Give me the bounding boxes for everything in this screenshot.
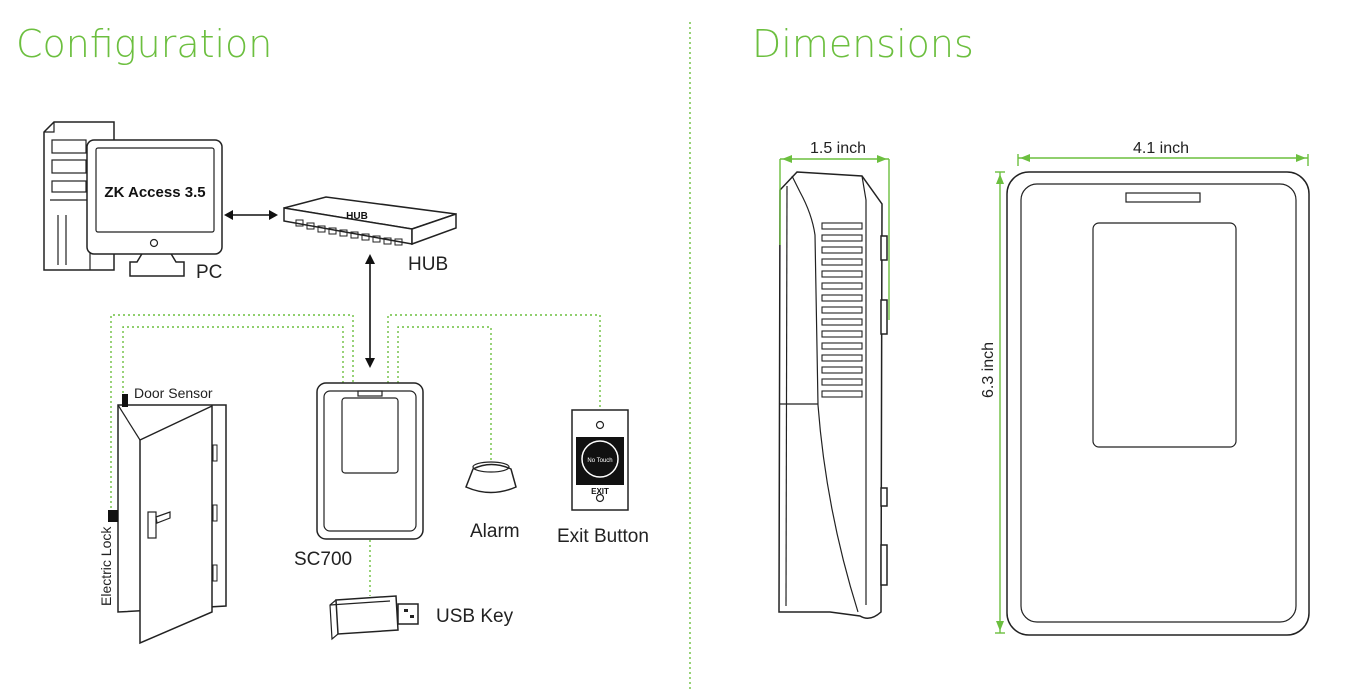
- hub-device-text: HUB: [346, 211, 368, 222]
- pc-screen-text: ZK Access 3.5: [104, 184, 205, 201]
- electric-lock-label: Electric Lock: [98, 526, 114, 606]
- door-sensor-label: Door Sensor: [134, 385, 213, 401]
- hub-icon: HUB: [283, 196, 457, 246]
- pc-icon: ZK Access 3.5: [43, 121, 223, 277]
- height-dimension-label: 6.3 inch: [980, 342, 997, 398]
- depth-dimension-line: [779, 155, 890, 320]
- alarm-icon: [465, 461, 517, 494]
- connection-wires: [110, 314, 601, 596]
- depth-dimension-label: 1.5 inch: [810, 140, 866, 157]
- hub-device-arrow: [365, 254, 375, 368]
- configuration-heading: Configuration: [16, 22, 272, 66]
- exit-button-label: Exit Button: [557, 526, 649, 547]
- width-dimension-line: [1017, 154, 1309, 166]
- device-side-view: [778, 171, 888, 619]
- width-dimension-label: 4.1 inch: [1133, 140, 1189, 157]
- hub-label: HUB: [408, 254, 448, 275]
- door-icon: [108, 394, 227, 645]
- device-front-view: [1006, 171, 1310, 636]
- exit-button-face-text: No Touch: [587, 458, 612, 464]
- pc-hub-arrow: [224, 210, 278, 220]
- usb-key-icon: [329, 595, 419, 641]
- alarm-label: Alarm: [470, 521, 520, 542]
- pc-label: PC: [196, 262, 222, 283]
- exit-button-icon: No Touch EXIT: [571, 409, 629, 511]
- exit-tag-text: EXIT: [591, 487, 609, 496]
- device-label: SC700: [294, 549, 352, 570]
- height-dimension-line: [995, 171, 1005, 634]
- dimensions-heading: Dimensions: [752, 22, 974, 66]
- sc700-device-icon: [316, 382, 424, 540]
- usb-key-label: USB Key: [436, 606, 514, 627]
